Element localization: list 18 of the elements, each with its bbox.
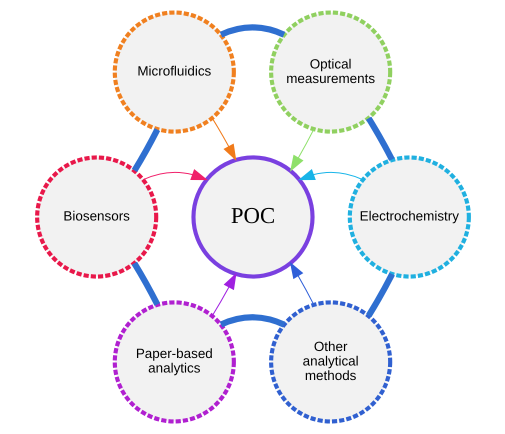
connector: [131, 262, 160, 306]
connector: [366, 272, 394, 318]
node-circle: Biosensors: [34, 155, 158, 279]
connector: [131, 128, 160, 172]
arrow: [289, 262, 314, 305]
arrow: [211, 118, 236, 161]
arrow: [298, 169, 362, 180]
node-circle: Paper-based analytics: [112, 300, 236, 424]
node-circle: Electrochemistry: [347, 155, 470, 279]
arrow: [211, 272, 236, 316]
node-circle: Other analytical methods: [268, 300, 392, 424]
connector: [219, 314, 285, 328]
node-circle: Microfluidics: [112, 10, 236, 134]
connector: [219, 24, 285, 38]
connector: [366, 116, 394, 161]
arrow: [290, 129, 314, 172]
arrow: [142, 169, 208, 180]
node-circle: Optical measurements: [268, 10, 392, 134]
